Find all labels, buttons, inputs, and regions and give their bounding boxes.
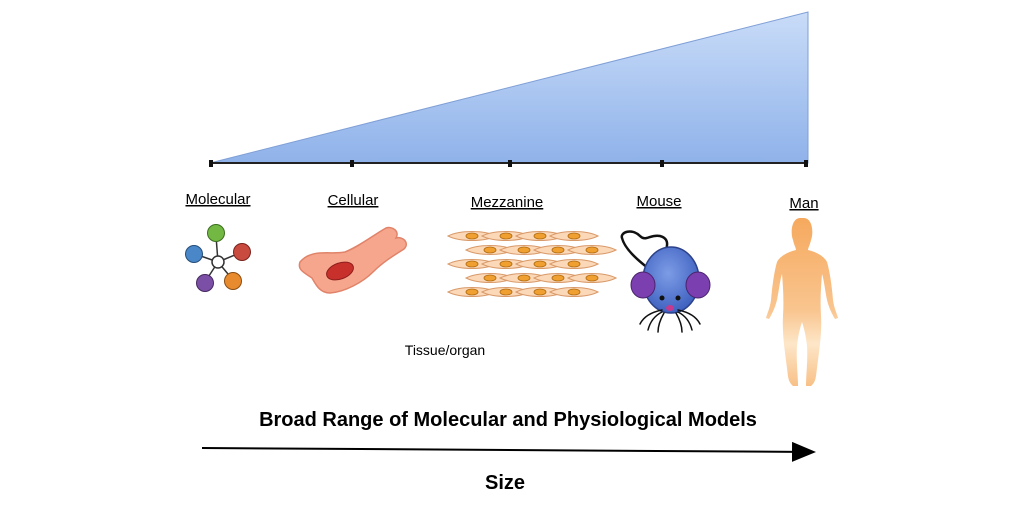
label-man: Man bbox=[789, 195, 818, 212]
tissue-nucleus bbox=[465, 232, 479, 240]
tissue-icon bbox=[446, 231, 618, 297]
molecule-node-purple bbox=[196, 274, 214, 292]
size-wedge bbox=[209, 11, 809, 164]
molecule-icon bbox=[185, 224, 251, 292]
size-arrow bbox=[201, 441, 816, 462]
tissue-nucleus bbox=[551, 274, 565, 282]
tissue-nucleus bbox=[499, 288, 513, 296]
baseline-ticks bbox=[209, 160, 808, 167]
label-mouse: Mouse bbox=[636, 193, 681, 210]
tissue-nucleus bbox=[517, 246, 531, 254]
tissue-nucleus bbox=[465, 260, 479, 268]
tissue-nucleus bbox=[465, 288, 479, 296]
tissue-nucleus bbox=[499, 232, 513, 240]
label-cellular: Cellular bbox=[328, 192, 379, 209]
label-molecular: Molecular bbox=[185, 191, 250, 208]
tissue-nucleus bbox=[483, 246, 497, 254]
molecule-node-orange bbox=[224, 272, 242, 290]
tissue-nucleus bbox=[517, 274, 531, 282]
molecule-node-blue bbox=[185, 245, 203, 263]
tissue-nucleus bbox=[533, 288, 547, 296]
molecule-node-red bbox=[233, 243, 251, 261]
tissue-nucleus bbox=[567, 288, 581, 296]
cell-icon bbox=[298, 226, 408, 294]
tissue-nucleus bbox=[567, 260, 581, 268]
molecule-node-green bbox=[207, 224, 225, 242]
tissue-nucleus bbox=[551, 246, 565, 254]
size-axis-label: Size bbox=[485, 472, 525, 494]
label-mezzanine: Mezzanine bbox=[471, 194, 544, 211]
tissue-nucleus bbox=[499, 260, 513, 268]
human-icon bbox=[766, 218, 838, 386]
tissue-nucleus bbox=[585, 274, 599, 282]
mouse-ear-left bbox=[630, 271, 656, 299]
tissue-organ-label: Tissue/organ bbox=[405, 342, 485, 358]
tissue-nucleus bbox=[585, 246, 599, 254]
tissue-nucleus bbox=[567, 232, 581, 240]
mouse-icon bbox=[620, 230, 711, 333]
tissue-nucleus bbox=[533, 260, 547, 268]
tissue-nucleus bbox=[483, 274, 497, 282]
tissue-nucleus bbox=[533, 232, 547, 240]
mouse-ear-right bbox=[685, 271, 711, 299]
diagram-title: Broad Range of Molecular and Physiologic… bbox=[259, 409, 757, 431]
nucleus bbox=[326, 261, 354, 281]
